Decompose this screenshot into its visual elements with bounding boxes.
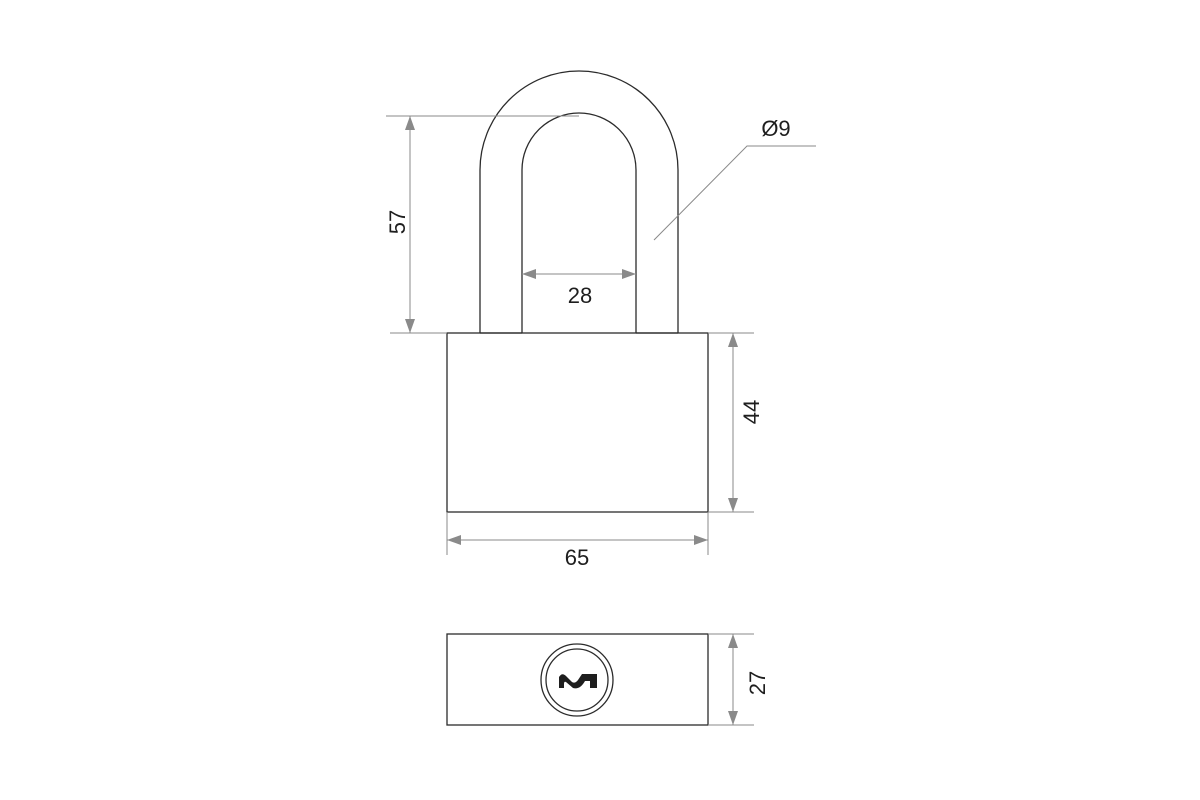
body-width-label: 65	[565, 545, 589, 570]
dimension-body-width: 65	[446, 512, 709, 570]
dimension-shackle-diameter: Ø9	[653, 116, 816, 241]
body-thickness-label: 27	[745, 671, 770, 695]
lock-body-front	[446, 332, 709, 513]
key-slot-icon	[559, 674, 597, 689]
shackle-height-label: 57	[385, 210, 410, 234]
keyhole-outer-ring	[540, 643, 614, 717]
shackle	[479, 70, 679, 333]
dimension-body-height: 44	[708, 332, 764, 513]
dimension-body-thickness: 27	[708, 633, 770, 726]
bottom-view	[446, 633, 709, 726]
body-height-label: 44	[739, 400, 764, 424]
shackle-diameter-label: Ø9	[761, 116, 790, 141]
keyhole-inner-ring	[545, 648, 609, 712]
dimension-shackle-inner-width: 28	[522, 269, 636, 308]
front-view	[446, 70, 709, 513]
shackle-inner-width-label: 28	[568, 283, 592, 308]
lock-body-bottom	[446, 633, 709, 726]
dimension-shackle-height: 57	[385, 115, 579, 334]
